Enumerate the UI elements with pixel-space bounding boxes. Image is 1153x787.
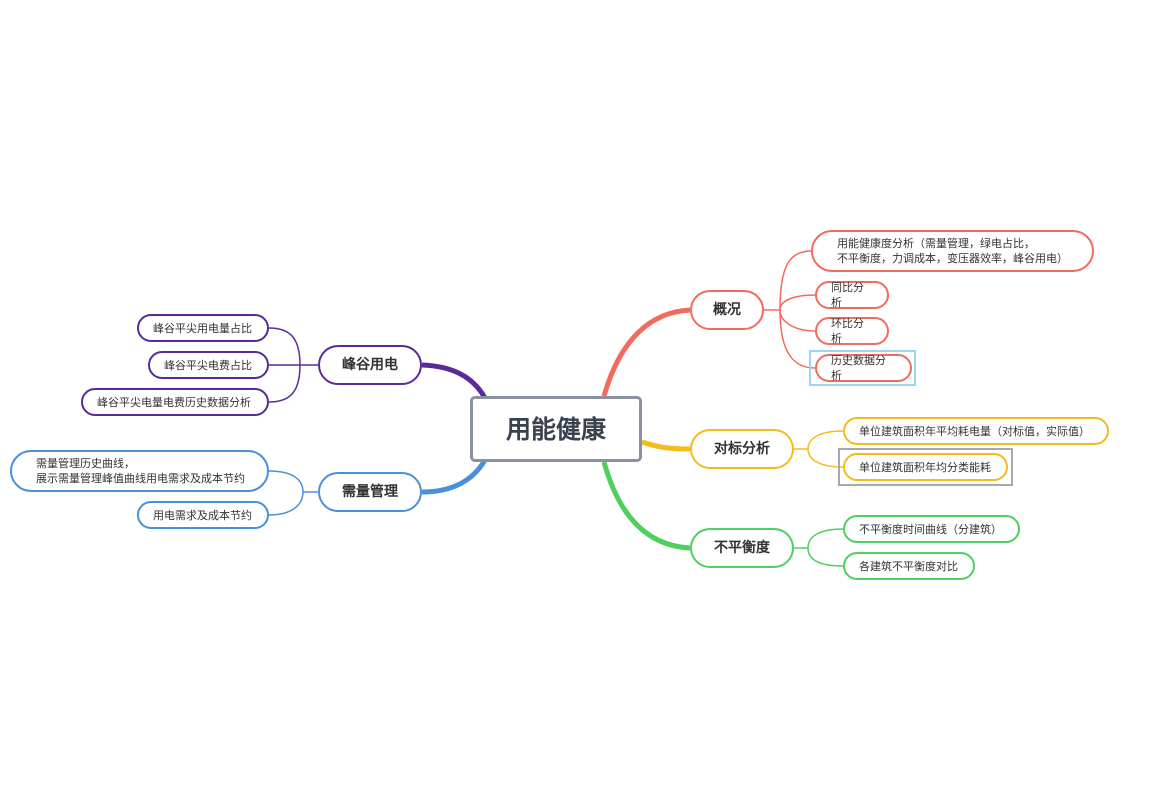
topic-benchmark[interactable]: 对标分析 xyxy=(690,429,794,469)
connectors-peak-valley xyxy=(268,327,318,403)
connectors-demand xyxy=(268,470,318,516)
subtopic-demand-curve[interactable]: 需量管理历史曲线， 展示需量管理峰值曲线用电需求及成本节约 xyxy=(10,450,269,492)
connector-root-imbalance xyxy=(601,461,691,551)
topic-demand[interactable]: 需量管理 xyxy=(318,472,422,512)
connector-root-overview xyxy=(601,307,691,397)
connector-root-peak-valley xyxy=(421,362,488,400)
subtopic-yoy-analysis[interactable]: 同比分析 xyxy=(815,281,889,309)
topic-overview[interactable]: 概况 xyxy=(690,290,764,330)
connectors-overview xyxy=(764,250,816,369)
subtopic-demand-saving[interactable]: 用电需求及成本节约 xyxy=(137,501,269,529)
connector-root-demand xyxy=(421,458,488,495)
connector-root-benchmark xyxy=(641,439,691,452)
topic-imbalance[interactable]: 不平衡度 xyxy=(690,528,794,568)
subtopic-health-analysis[interactable]: 用能健康度分析（需量管理，绿电占比， 不平衡度，力调成本，变压器效率，峰谷用电） xyxy=(811,230,1094,272)
subtopic-avg-consumption[interactable]: 单位建筑面积年平均耗电量（对标值，实际值） xyxy=(843,417,1109,445)
subtopic-category-consumption[interactable]: 单位建筑面积年均分类能耗 xyxy=(843,453,1008,481)
subtopic-mom-analysis[interactable]: 环比分析 xyxy=(815,317,889,345)
connectors-imbalance xyxy=(794,528,844,567)
subtopic-peak-cost-share[interactable]: 峰谷平尖电费占比 xyxy=(148,351,269,379)
subtopic-imbalance-compare[interactable]: 各建筑不平衡度对比 xyxy=(843,552,975,580)
subtopic-history-analysis[interactable]: 历史数据分析 xyxy=(815,354,912,382)
connectors-benchmark xyxy=(794,430,844,468)
root-topic[interactable]: 用能健康 xyxy=(470,396,642,462)
subtopic-imbalance-curve[interactable]: 不平衡度时间曲线（分建筑） xyxy=(843,515,1020,543)
subtopic-peak-usage-share[interactable]: 峰谷平尖用电量占比 xyxy=(137,314,269,342)
subtopic-peak-history[interactable]: 峰谷平尖电量电费历史数据分析 xyxy=(81,388,269,416)
topic-peak-valley[interactable]: 峰谷用电 xyxy=(318,345,422,385)
